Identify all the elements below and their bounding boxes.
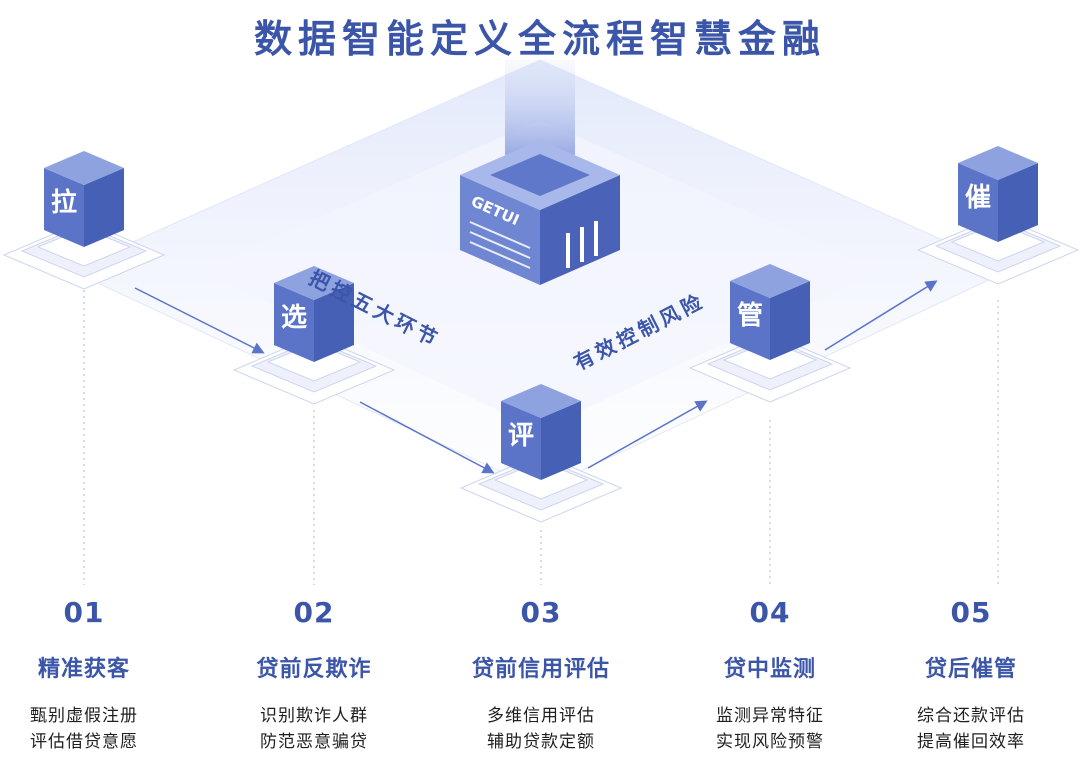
step-name: 精准获客 <box>37 657 130 682</box>
step-name: 贷后催管 <box>924 657 1017 682</box>
step-desc-line: 辅助贷款定额 <box>487 732 595 752</box>
arrow-02-03 <box>359 401 495 474</box>
step-number: 02 <box>293 596 335 629</box>
step-number: 01 <box>63 596 105 629</box>
step-desc-line: 识别欺诈人群 <box>260 706 368 726</box>
step-02: 02 贷前反欺诈 识别欺诈人群防范恶意骗贷 <box>209 596 419 755</box>
arrow-03-04 <box>587 400 708 469</box>
step-desc-line: 实现风险预警 <box>716 732 824 752</box>
node-04: 管 <box>688 264 852 403</box>
node-02: 选 <box>232 266 396 405</box>
node-char: 拉 <box>51 187 77 218</box>
arrow-04-05 <box>824 280 938 351</box>
arrow-01-02 <box>134 287 265 354</box>
node-01: 拉 <box>2 151 166 290</box>
node-05: 催 <box>916 146 1080 285</box>
step-05: 05 贷后催管 综合还款评估提高催回效率 <box>866 596 1076 755</box>
step-name: 贷中监测 <box>723 657 816 682</box>
step-03: 03 贷前信用评估 多维信用评估辅助贷款定额 <box>436 596 646 755</box>
step-desc-line: 提高催回效率 <box>917 732 1025 752</box>
node-char: 催 <box>965 183 991 213</box>
step-desc-line: 防范恶意骗贷 <box>260 732 368 752</box>
step-name: 贷前信用评估 <box>471 657 610 682</box>
node-03: 评 <box>459 384 623 523</box>
step-01: 01 精准获客 甄别虚假注册评估借贷意愿 <box>0 596 189 755</box>
step-desc-line: 综合还款评估 <box>917 706 1025 726</box>
step-desc-line: 甄别虚假注册 <box>30 706 138 726</box>
step-desc-line: 评估借贷意愿 <box>30 732 138 752</box>
node-char: 选 <box>281 303 307 333</box>
step-number: 03 <box>520 596 562 629</box>
page-title: 数据智能定义全流程智慧金融 <box>253 17 826 61</box>
step-number: 05 <box>950 596 992 629</box>
step-name: 贷前反欺诈 <box>256 657 372 682</box>
step-desc-line: 多维信用评估 <box>487 706 595 726</box>
step-desc-line: 监测异常特征 <box>716 706 824 726</box>
node-char: 管 <box>737 301 763 331</box>
node-char: 评 <box>508 421 534 451</box>
step-number: 04 <box>749 596 791 629</box>
getui-cube: GETUI <box>460 0 620 285</box>
step-04: 04 贷中监测 监测异常特征实现风险预警 <box>665 596 875 755</box>
